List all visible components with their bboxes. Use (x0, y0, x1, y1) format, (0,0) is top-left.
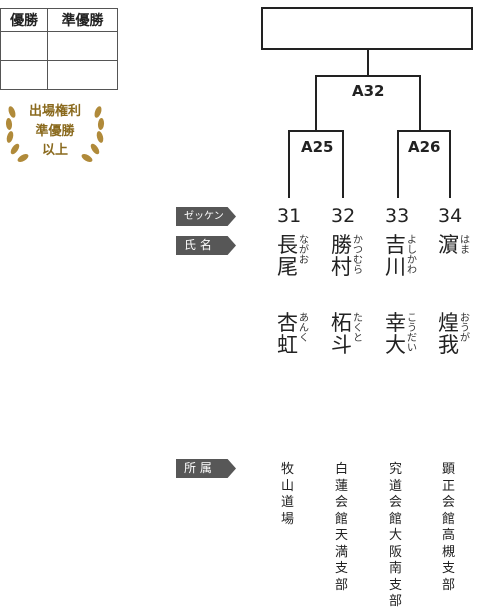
competitor-number: 32 (331, 205, 356, 227)
runner-up-header: 準優勝 (47, 8, 118, 32)
competitor-family-name: 長尾 (277, 233, 298, 279)
competitor-family-name: 濵 (438, 233, 459, 257)
competitor-number: 34 (438, 205, 463, 227)
competitor-family-ruby: よしかわ (407, 235, 417, 276)
runner-up-cell-lower (47, 60, 118, 90)
winner-header: 優勝 (0, 8, 49, 32)
competitor-given-name: 杏虹 (277, 311, 298, 357)
bib-row-label: ゼッケン (176, 207, 236, 226)
match-label-a32: A32 (352, 82, 385, 100)
affiliation-row-label: 所 属 (176, 459, 236, 478)
competitor-family-name: 吉川 (385, 233, 406, 279)
match-label-a25: A25 (301, 138, 334, 156)
competitor-affiliation: 顕正会館高槻支部 (442, 462, 456, 593)
competitor-given-ruby: あんく (299, 313, 309, 344)
competitor-given-name: 煌我 (438, 311, 459, 357)
competitor-number: 33 (385, 205, 410, 227)
badge-line-1: 出場権利 (28, 104, 81, 119)
result-table: 優勝 準優勝 (0, 8, 118, 90)
runner-up-cell (47, 31, 118, 61)
competitor-affiliation: 白蓮会館天満支部 (335, 462, 349, 593)
competitor-given-name: 幸大 (385, 311, 406, 357)
badge-line-3: 以上 (41, 143, 68, 158)
competitor-family-ruby: はま (460, 235, 470, 256)
competitor-given-name: 柘斗 (331, 311, 352, 357)
competitor-given-ruby: おうが (460, 313, 470, 344)
competitor-given-ruby: たくと (353, 313, 363, 344)
final-box (261, 7, 473, 50)
competitor-affiliation: 究道会館大阪南支部 (389, 462, 403, 609)
competitor-family-name: 勝村 (331, 233, 352, 279)
name-row-label: 氏 名 (176, 236, 236, 255)
competitor-family-ruby: ながお (299, 235, 309, 266)
winner-cell-lower (0, 60, 49, 90)
competitor-number: 31 (277, 205, 302, 227)
competitor-family-ruby: かつむら (353, 235, 363, 276)
badge-line-2: 準優勝 (35, 124, 75, 139)
competitor-affiliation: 牧山道場 (281, 462, 295, 527)
laurel-icon (5, 106, 105, 162)
match-label-a26: A26 (408, 138, 441, 156)
qualification-badge: 出場権利 準優勝 以上 (0, 100, 110, 168)
tournament-bracket (261, 7, 473, 198)
competitor-given-ruby: こうだい (407, 313, 417, 354)
